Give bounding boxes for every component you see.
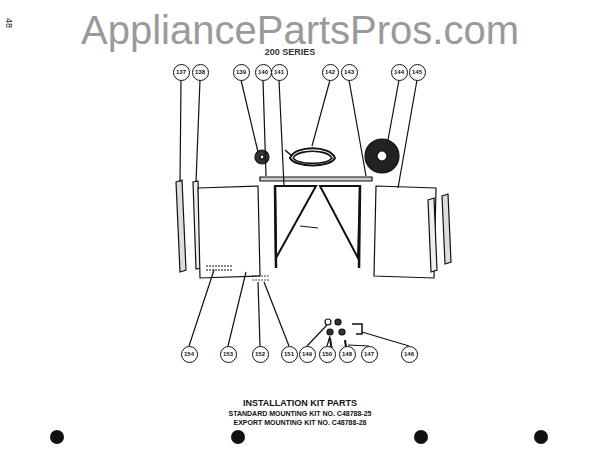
callout-number: 140 — [255, 64, 272, 81]
watermark: AppliancePartsPros.com — [81, 8, 519, 53]
diagram-title: INSTALLATION KIT PARTS — [243, 398, 357, 408]
page-number: 48 — [4, 18, 14, 28]
callout-number: 154 — [181, 346, 198, 363]
callout-number: 145 — [409, 64, 426, 81]
callout-number: 152 — [252, 346, 269, 363]
callout-number: 148 — [339, 346, 356, 363]
callout-number: 144 — [391, 64, 408, 81]
callout-number: 147 — [361, 346, 378, 363]
callout-number: 153 — [220, 346, 237, 363]
callout-number: 137 — [173, 64, 190, 81]
callout-number: 141 — [271, 64, 288, 81]
callout-number: 139 — [233, 64, 250, 81]
series-header: 200 SERIES — [265, 47, 316, 57]
callout-number: 138 — [192, 64, 209, 81]
callout-number: 150 — [319, 346, 336, 363]
kit-number: STANDARD MOUNTING KIT NO. C48788-25 — [228, 410, 371, 417]
callout-number: 151 — [281, 346, 298, 363]
callout-number: 142 — [322, 64, 339, 81]
callout-number: 143 — [341, 64, 358, 81]
callout-number: 149 — [299, 346, 316, 363]
kit-number: EXPORT MOUNTING KIT NO. C48788-28 — [233, 419, 366, 426]
callout-number: 146 — [401, 346, 418, 363]
